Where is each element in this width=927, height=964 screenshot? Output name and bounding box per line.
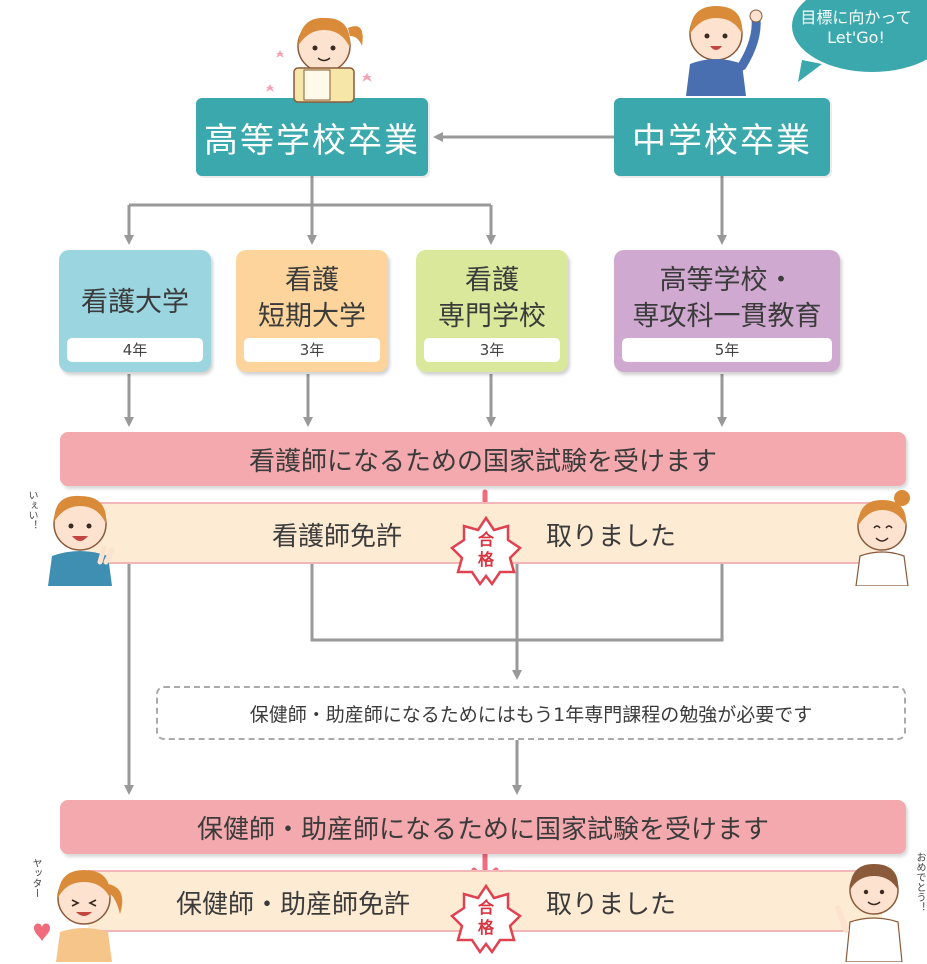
school-name-line1: 看護	[465, 265, 519, 296]
omedetou-exclamation: おめでとう！	[914, 852, 925, 912]
nurse-pointing-illustration	[835, 864, 903, 962]
bubble-tail	[798, 60, 822, 82]
school-years: 3年	[424, 338, 560, 362]
iei-exclamation: いぇい！	[26, 490, 37, 530]
boy-raising-hand-illustration	[686, 6, 763, 96]
seal-char-bottom: 格	[478, 918, 495, 937]
school-name-line1: 看護大学	[81, 287, 189, 318]
seal-char-top: 合	[478, 898, 495, 917]
school-name-line2: 短期大学	[258, 301, 366, 332]
bubble-line2: Let'Go!	[827, 28, 885, 47]
happy-girl-illustration	[855, 490, 910, 586]
public-health-midwife-exam-bar: 保健師・助産師になるために国家試験を受けます	[60, 800, 906, 854]
nursing-vocational-school-box: 看護 専門学校 3年	[416, 250, 568, 372]
public-health-midwife-license-obtained: 取りました	[546, 890, 677, 920]
pass-seal-icon	[450, 884, 522, 955]
bubble-line1: 目標に向かって	[800, 8, 912, 27]
school-years: 5年	[622, 338, 832, 362]
school-years: 3年	[244, 338, 380, 362]
girl-with-diploma-illustration	[266, 17, 372, 103]
school-name-line2: 専門学校	[438, 301, 546, 332]
pass-seal-icon	[450, 516, 522, 587]
additional-study-note: 保健師・助産師になるためにはもう1年専門課程の勉強が必要です	[156, 686, 906, 740]
high-school-graduation-box: 高等学校卒業	[196, 98, 428, 176]
nurse-license-obtained: 取りました	[546, 522, 677, 552]
boy-peace-sign-illustration	[48, 495, 115, 586]
nurse-license-label: 看護師免許	[272, 522, 403, 552]
seal-char-bottom: 格	[478, 550, 495, 569]
school-years: 4年	[67, 338, 203, 362]
middle-school-graduation-box: 中学校卒業	[614, 98, 830, 176]
yatta-exclamation: ヤッター	[30, 858, 41, 898]
nursing-university-box: 看護大学 4年	[59, 250, 211, 372]
school-name-line1: 看護	[285, 265, 339, 296]
seal-char-top: 合	[478, 530, 495, 549]
public-health-midwife-license-label: 保健師・助産師免許	[176, 890, 411, 920]
goal-speech-bubble: 目標に向かって Let'Go!	[792, 0, 927, 72]
school-name-line2: 専攻科一貫教育	[632, 301, 822, 332]
school-name-line1: 高等学校・	[659, 265, 795, 296]
cheering-girl-illustration	[34, 870, 123, 962]
nursing-junior-college-box: 看護 短期大学 3年	[236, 250, 388, 372]
nurse-exam-bar: 看護師になるための国家試験を受けます	[60, 432, 906, 486]
integrated-high-school-box: 高等学校・ 専攻科一貫教育 5年	[614, 250, 840, 372]
